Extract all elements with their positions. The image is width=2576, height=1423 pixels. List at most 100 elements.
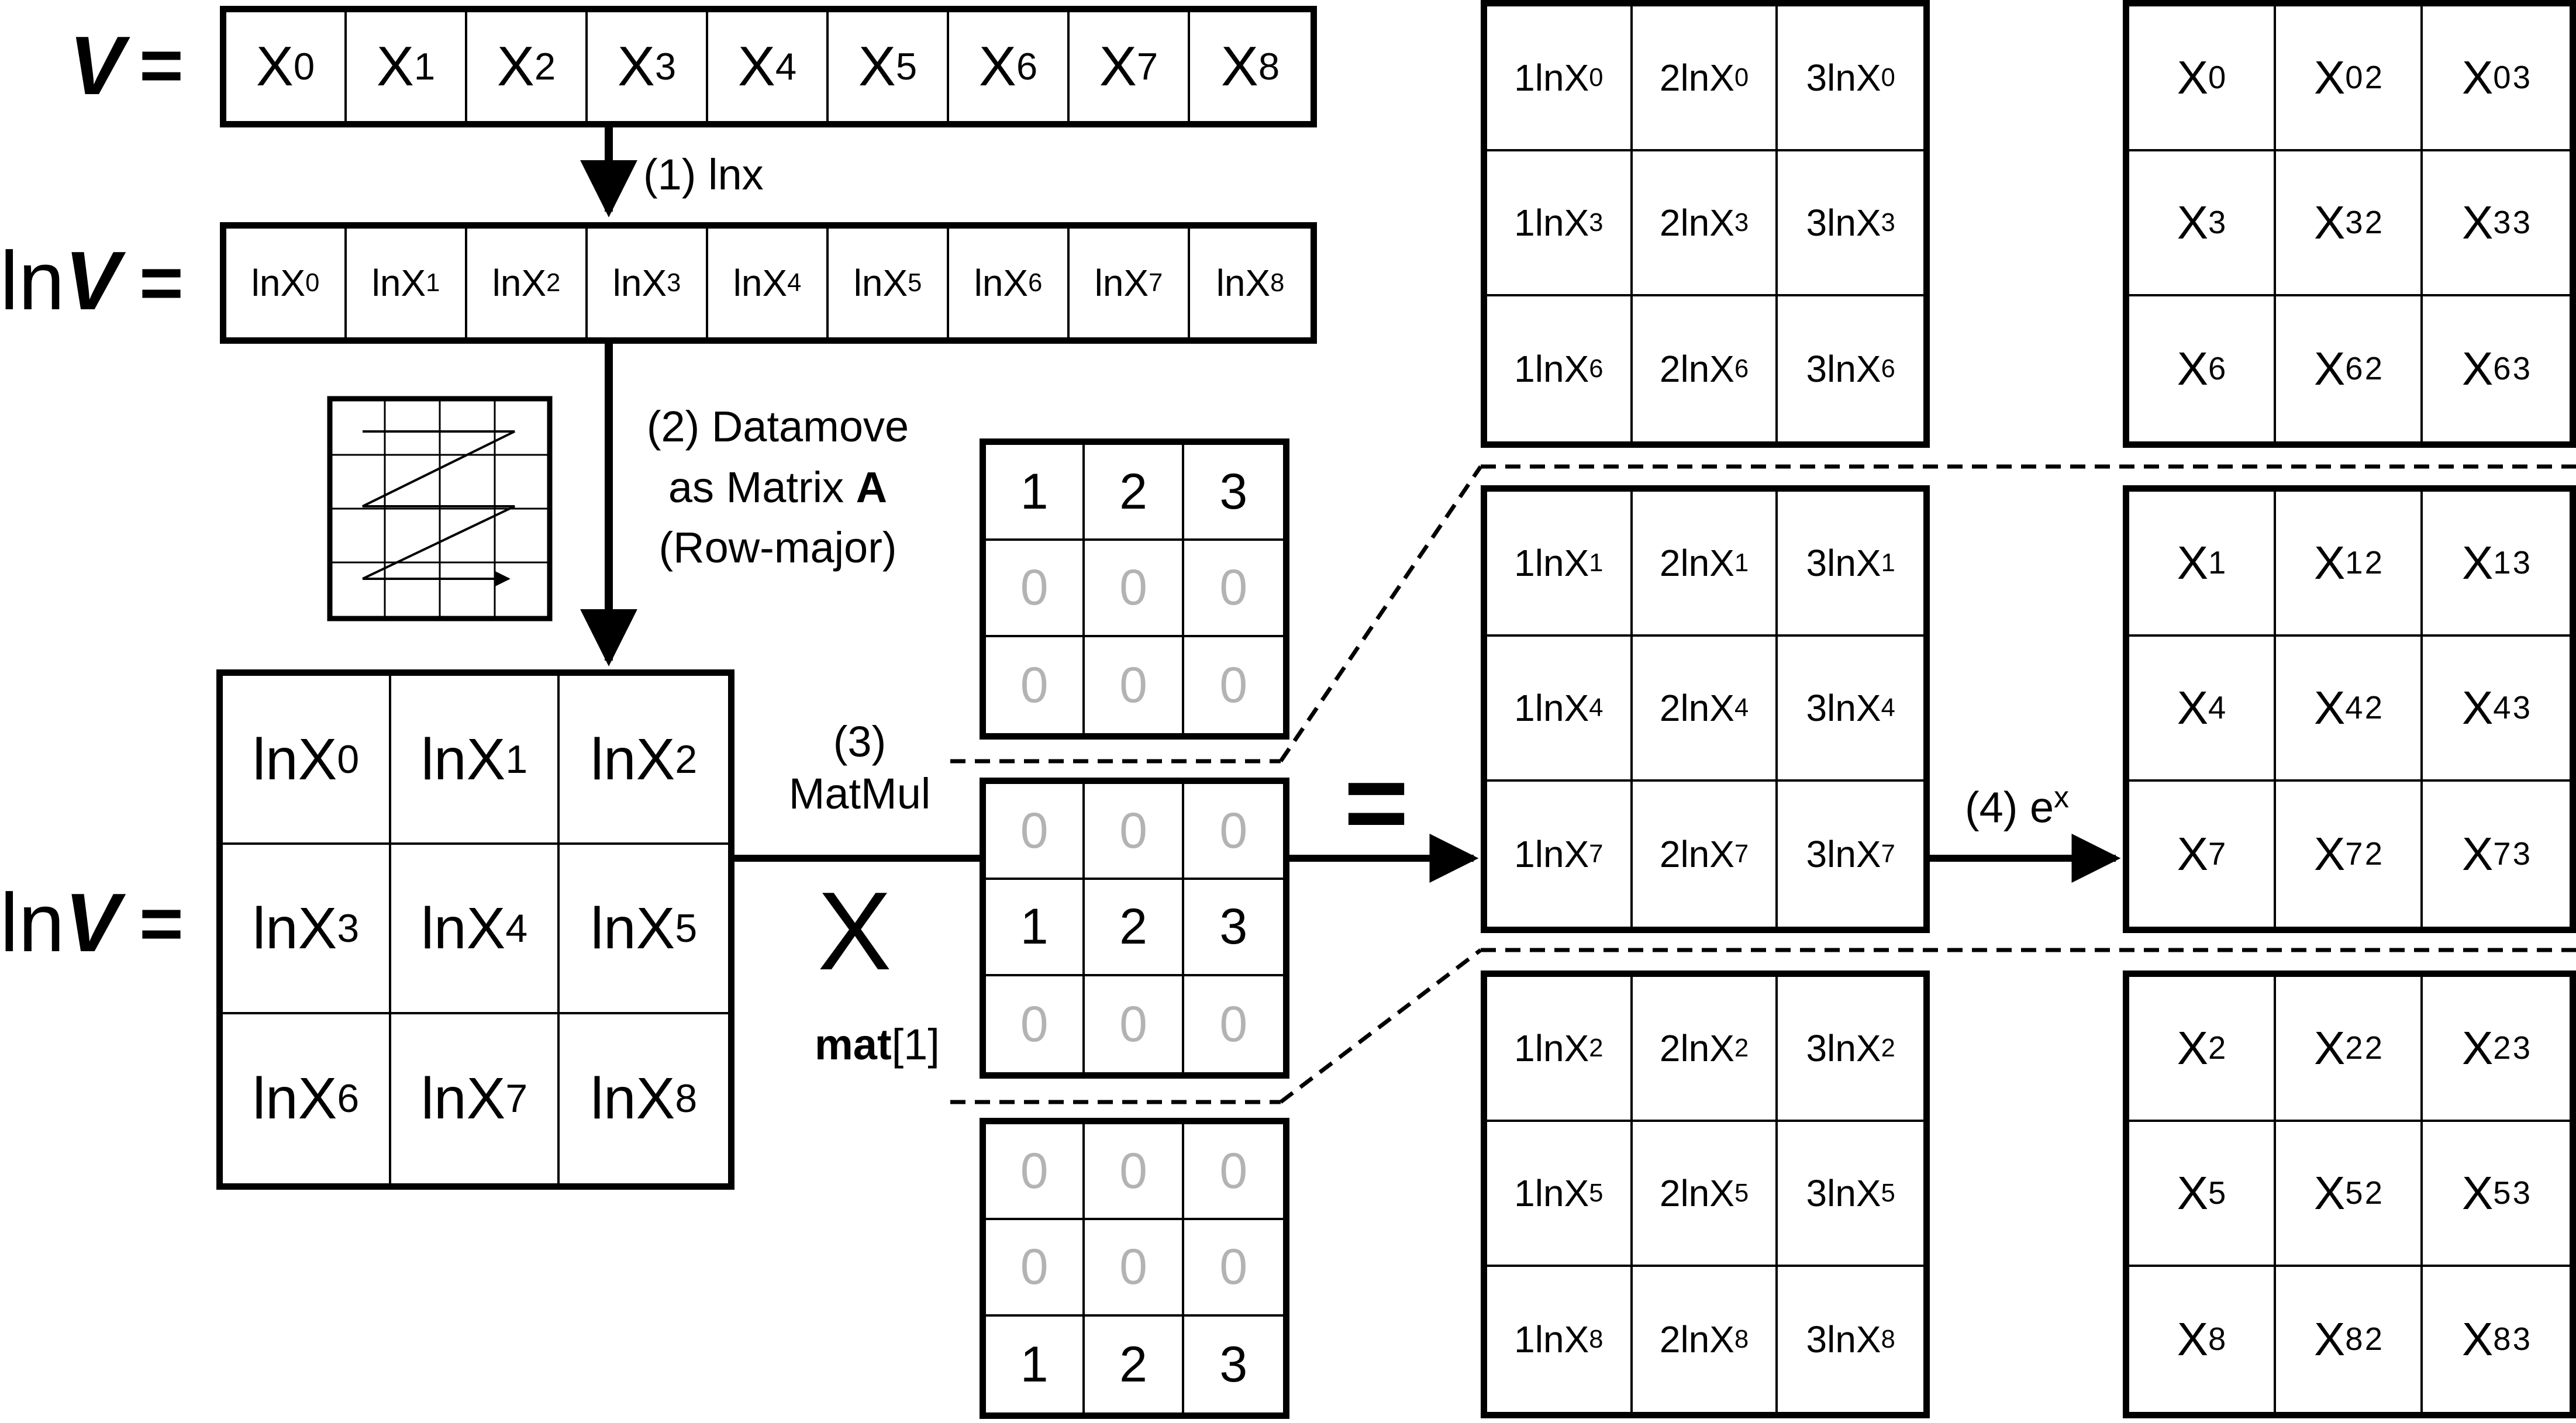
matrix-cell: 0: [1085, 541, 1184, 637]
matrix-cell: 0: [1085, 784, 1184, 880]
matrix-cell: 0: [986, 1220, 1085, 1317]
step-3-line-1: (3): [833, 717, 887, 766]
matrix-cell: 2: [1085, 1316, 1184, 1412]
matrix-cell: 0: [986, 976, 1085, 1072]
dashed-connectors: [950, 464, 2576, 1104]
step-1-label: (1) lnx: [643, 150, 764, 199]
matrix-cell: 2: [1085, 880, 1184, 976]
mat-index-label: mat[1]: [815, 1020, 940, 1069]
v-label: V: [69, 19, 125, 112]
matrix-cell: 0: [1085, 1220, 1184, 1317]
step-2-line-1: (2) Datamove: [646, 402, 909, 451]
matrix-cell: 0: [1085, 976, 1184, 1072]
matrix-cell: 0: [1184, 541, 1283, 637]
matrix-cell: 0: [1085, 637, 1184, 733]
matrix-cell: 3: [1184, 880, 1283, 976]
matrix-cell: 0: [1184, 1124, 1283, 1221]
equals-symbol: =: [1344, 741, 1409, 865]
matrix-cell: 0: [986, 1124, 1085, 1221]
step-3-line-2: MatMul: [788, 769, 931, 818]
step-4-label: (4) ex: [1965, 780, 2070, 832]
matrix-cell: 3: [1184, 445, 1283, 541]
matrix-cell: 1: [986, 445, 1085, 541]
matrix-cell: 0: [986, 784, 1085, 880]
matrix-cell: 2: [1085, 445, 1184, 541]
matrix-cell: 0: [1085, 1124, 1184, 1221]
step-2-line-2: as Matrix A: [668, 462, 888, 512]
lnv-label: lnV: [0, 234, 120, 327]
row-major-scan-icon: [327, 396, 553, 621]
step-2-label: (2) Datamove as Matrix A (Row-major): [637, 396, 918, 578]
matrix-cell: 0: [1219, 657, 1248, 713]
step-2-line-3: (Row-major): [658, 523, 897, 572]
matrix-cell: 0: [1219, 996, 1248, 1052]
matrix-cell: 0: [1184, 1220, 1283, 1317]
lnv-matrix-equals: =: [139, 880, 184, 966]
matrix-cell: 1: [986, 880, 1085, 976]
multiply-symbol: X: [818, 869, 892, 993]
step-3-label: (3) MatMul: [754, 716, 965, 820]
lnv-matrix-label: lnV: [0, 876, 120, 969]
